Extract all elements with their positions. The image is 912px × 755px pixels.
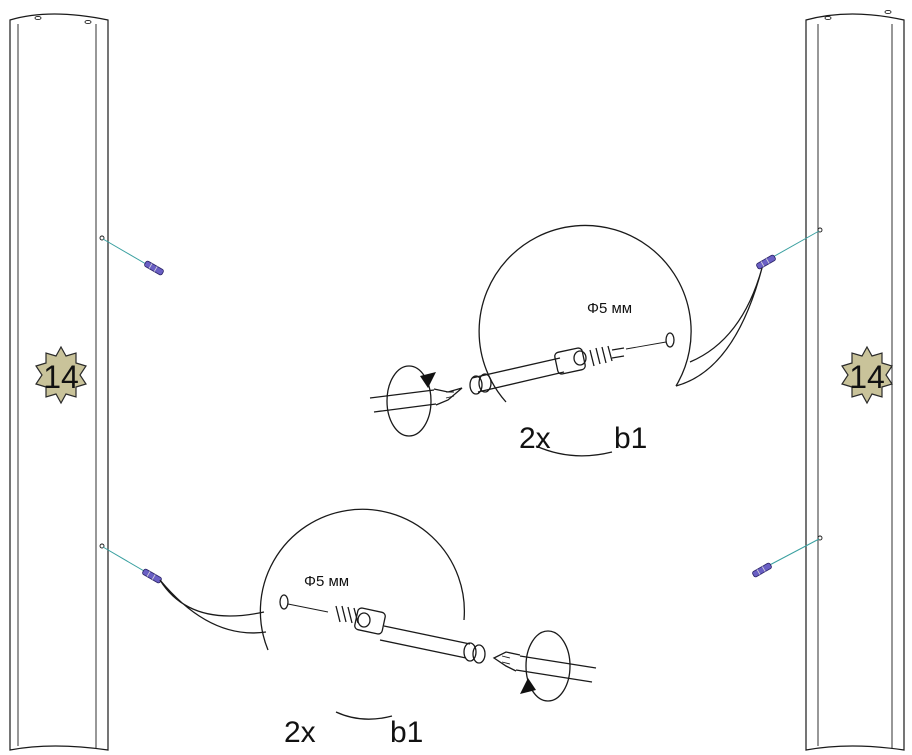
cam-bolt-icon bbox=[335, 605, 486, 664]
pilot-hole bbox=[279, 594, 289, 610]
hole-marker bbox=[817, 227, 823, 233]
dowel-upper-right bbox=[756, 230, 820, 270]
quantity-label-upper: 2x bbox=[519, 422, 551, 455]
diameter-label-upper: Φ5 мм bbox=[587, 300, 632, 317]
dowel-lower-left bbox=[102, 546, 162, 584]
detail-callout-lower: Φ5 мм 2x b1 bbox=[159, 508, 486, 749]
hole-marker bbox=[817, 535, 823, 541]
screwdriver-icon bbox=[369, 387, 463, 413]
diameter-label-lower: Φ5 мм bbox=[304, 573, 349, 590]
detail-callout-upper: Φ5 мм 2x b1 bbox=[469, 224, 763, 457]
panel-number-right: 14 bbox=[849, 359, 885, 395]
rotate-arrow-icon bbox=[386, 365, 436, 437]
dowel-pin-icon bbox=[752, 562, 772, 578]
screwdriver-icon bbox=[492, 651, 597, 683]
dowel-lower-right bbox=[752, 538, 820, 578]
rotate-arrow-icon bbox=[520, 630, 571, 702]
pilot-hole bbox=[665, 332, 675, 348]
cam-bolt-icon bbox=[469, 345, 625, 395]
part-code-lower: b1 bbox=[390, 716, 423, 749]
part-code-upper: b1 bbox=[614, 422, 647, 455]
dowel-pin-icon bbox=[142, 568, 162, 584]
dowel-upper-left bbox=[102, 238, 164, 276]
hole-marker bbox=[99, 543, 105, 549]
panel-badge-right: 14 bbox=[841, 345, 893, 405]
hole-marker bbox=[99, 235, 105, 241]
dowel-pin-icon bbox=[756, 254, 776, 270]
panel-number-left: 14 bbox=[43, 359, 79, 395]
panel-badge-left: 14 bbox=[35, 345, 87, 405]
dowel-pin-icon bbox=[144, 260, 164, 276]
quantity-label-lower: 2x bbox=[284, 716, 316, 749]
